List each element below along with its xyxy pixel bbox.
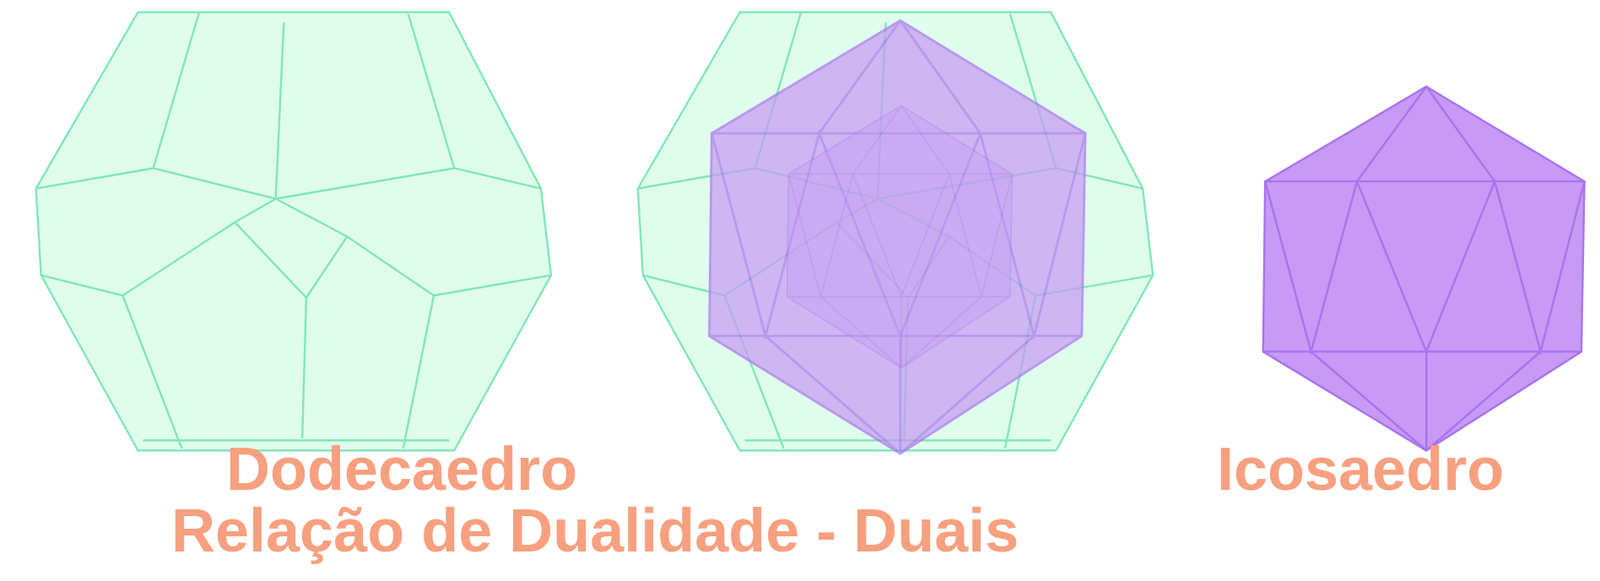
caption-label: Relação de Dualidade - Duais (171, 500, 1019, 562)
figure-label: Icosaedro (1216, 438, 1504, 500)
figure-label: Dodecaedro (226, 438, 578, 500)
